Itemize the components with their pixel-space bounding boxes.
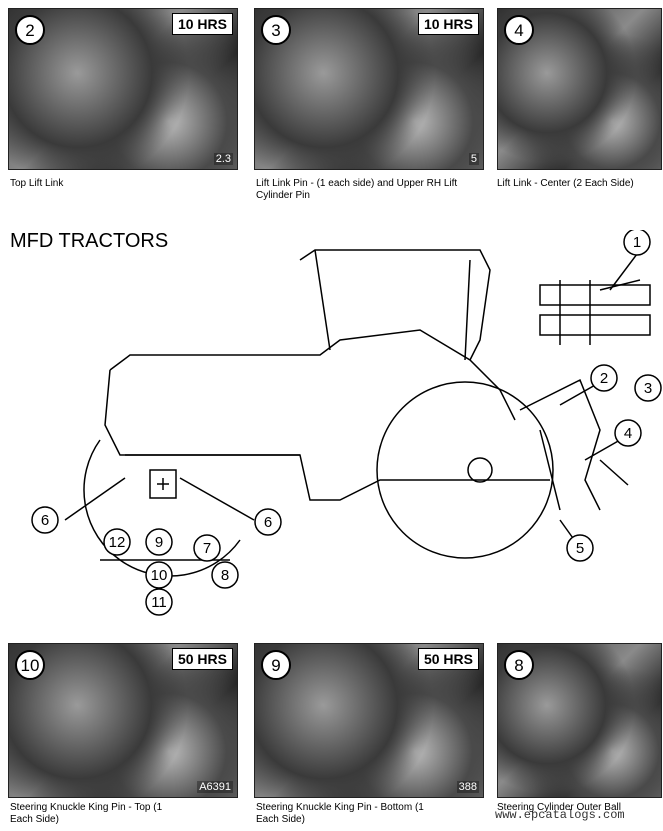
photo-lift-link-center: 4: [497, 8, 662, 170]
callout-6-left-label: 6: [41, 512, 49, 529]
callout-9: 9: [145, 528, 173, 556]
photo-number: 2: [15, 15, 45, 45]
callout-4-label: 4: [624, 425, 632, 442]
caption-steering-cylinder: Steering Cylinder Outer Ball: [497, 802, 621, 813]
callout-6-left: 6: [31, 506, 59, 534]
caption-lift-link-center: Lift Link - Center (2 Each Side): [497, 178, 634, 189]
callout-9-label: 9: [155, 534, 163, 551]
callout-10: 10: [145, 561, 173, 589]
interval-badge: 50 HRS: [171, 648, 233, 670]
callout-11: 11: [145, 588, 173, 616]
callout-12-label: 12: [109, 534, 126, 551]
photo-number: 8: [504, 650, 534, 680]
caption-top-lift-link: Top Lift Link: [10, 178, 64, 189]
photo-code: 5: [468, 153, 479, 165]
photo-number: 9: [261, 650, 291, 680]
callout-8: 8: [211, 561, 239, 589]
photo-code: 388: [456, 781, 479, 793]
callout-1-label: 1: [633, 234, 641, 251]
tractor-diagram: 1 2 3 4 5 6 6 12 9 7 8 10 11: [31, 230, 662, 616]
photo-number: 10: [15, 650, 45, 680]
photo-code: A6391: [197, 781, 233, 793]
callout-12: 12: [103, 528, 131, 556]
callout-2: 2: [590, 364, 618, 392]
callout-1: 1: [623, 230, 651, 256]
interval-badge: 10 HRS: [417, 13, 479, 35]
caption-lift-link-pin: Lift Link Pin - (1 each side) and Upper …: [256, 178, 458, 201]
callout-11-label: 11: [151, 594, 167, 611]
callout-7: 7: [193, 534, 221, 562]
callout-8-label: 8: [221, 567, 229, 584]
photo-number: 3: [261, 15, 291, 45]
callout-5-label: 5: [576, 540, 584, 557]
callout-3: 3: [634, 374, 662, 402]
photo-steering-cylinder: 8: [497, 643, 662, 798]
callout-6-right: 6: [254, 508, 282, 536]
callout-2-label: 2: [600, 370, 608, 387]
callout-10-label: 10: [151, 567, 168, 584]
photo-top-lift-link: 2 10 HRS 2.3: [8, 8, 238, 170]
interval-badge: 10 HRS: [171, 13, 233, 35]
callout-3-label: 3: [644, 380, 652, 397]
photo-king-pin-bottom: 9 50 HRS 388: [254, 643, 484, 798]
photo-number: 4: [504, 15, 534, 45]
photo-lift-link-pin: 3 10 HRS 5: [254, 8, 484, 170]
caption-king-pin-top: Steering Knuckle King Pin - Top (1 Each …: [10, 802, 163, 825]
watermark: www.epcatalogs.com: [495, 808, 625, 822]
interval-badge: 50 HRS: [417, 648, 479, 670]
callout-4: 4: [614, 419, 642, 447]
callout-6-right-label: 6: [264, 514, 272, 531]
callout-5: 5: [566, 534, 594, 562]
photo-code: 2.3: [213, 153, 233, 165]
callout-7-label: 7: [203, 540, 211, 557]
section-title: MFD TRACTORS: [10, 230, 169, 252]
photo-king-pin-top: 10 50 HRS A6391: [8, 643, 238, 798]
caption-king-pin-bottom: Steering Knuckle King Pin - Bottom (1 Ea…: [256, 802, 424, 825]
